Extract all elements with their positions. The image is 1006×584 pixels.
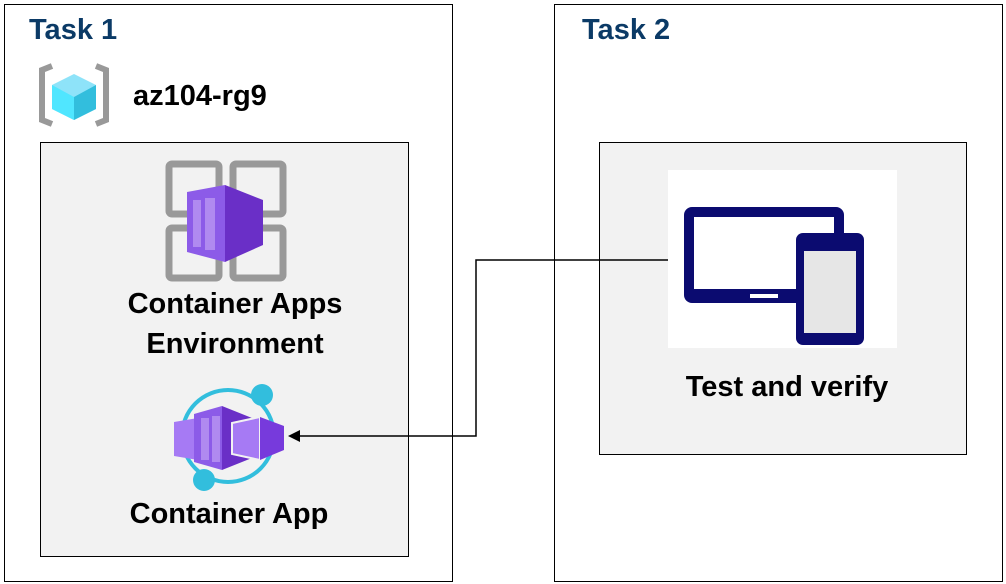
resource-group-icon [39,63,109,127]
container-apps-environment-icon [165,160,287,282]
task1-box [4,4,453,582]
environment-label-line2: Environment [146,328,324,360]
tablet-phone-icon [684,207,864,345]
task2-title: Task 2 [582,14,671,46]
arrowhead-icon [288,430,300,442]
task2-box [554,4,1003,582]
environment-label-line1: Container Apps [127,288,343,320]
task1-title: Task 1 [29,14,118,46]
resource-group-label: az104-rg9 [133,80,267,112]
container-app-icon [174,384,284,491]
container-app-label: Container App [129,498,329,530]
test-label: Test and verify [685,371,889,403]
